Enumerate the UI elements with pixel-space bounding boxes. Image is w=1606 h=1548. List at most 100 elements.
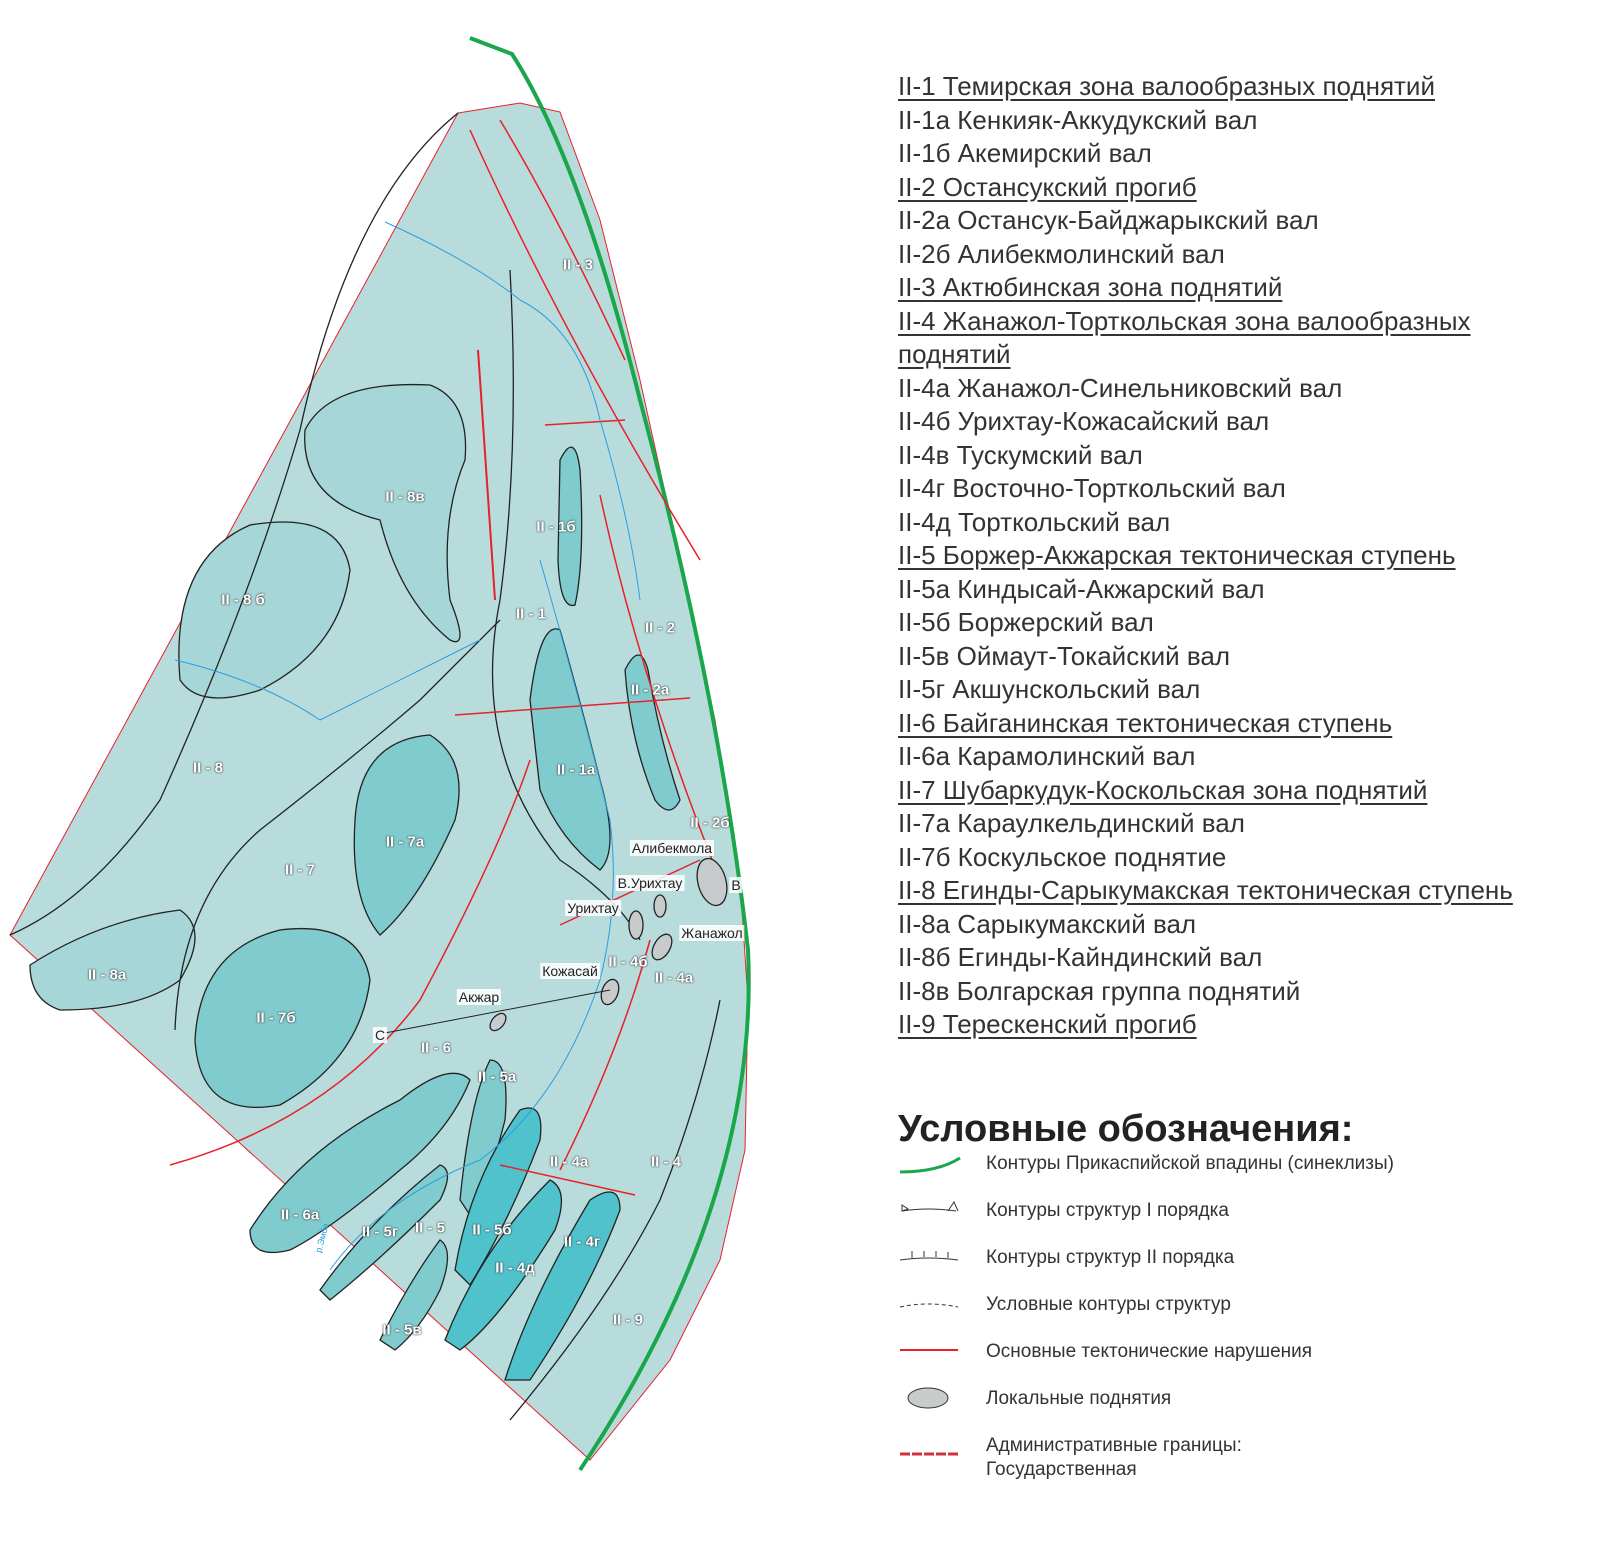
local-rise xyxy=(651,933,673,961)
zone-list: II-1 Темирская зона валообразных подняти… xyxy=(898,70,1598,1042)
zone-list-item: II-8а Сарыкумакский вал xyxy=(898,908,1197,939)
tectonic-map: II - 3 II - 8в II - 1б II - 8 б II - 1 I… xyxy=(0,0,800,1543)
zone-7b xyxy=(194,927,371,1109)
place-label: Урихтау xyxy=(565,900,621,916)
zone-5b xyxy=(454,1107,542,1287)
fault xyxy=(544,419,626,426)
grey-ellipse-icon xyxy=(907,1387,949,1409)
fault xyxy=(469,129,701,561)
zone-8a xyxy=(29,909,196,1011)
legend-item: Локальные поднятия xyxy=(898,1385,1598,1425)
legend-item: Контуры Прикаспийской впадины (синеклизы… xyxy=(898,1150,1598,1190)
zone-list-item: II-1б Акемирский вал xyxy=(898,138,1152,168)
zone-list-item: II-2б Алибекмолинский вал xyxy=(898,238,1225,269)
river xyxy=(329,559,614,1271)
zone-list-item: II-4а Жанажол-Синельниковский вал xyxy=(898,372,1343,403)
zone-label: II - 1а xyxy=(556,761,596,779)
local-rise xyxy=(653,894,667,918)
zone-list-item: II-5 Боржер-Акжарская тектоническая ступ… xyxy=(898,540,1456,570)
zone-label: II - 8 б xyxy=(221,591,265,609)
zone-list-item: II-1а Кенкияк-Аккудукский вал xyxy=(898,104,1258,135)
place-label: Алибекмола xyxy=(629,840,715,856)
zone-label: II - 2 xyxy=(644,619,676,637)
zone-label: II - 4 xyxy=(650,1153,682,1171)
fault xyxy=(599,494,721,881)
zone-list-item: II-7 Шубаркудук-Коскольская зона подняти… xyxy=(898,774,1428,805)
zone-list-item: поднятий xyxy=(898,339,1011,369)
basin-outline xyxy=(469,36,751,1472)
dashed-line-icon xyxy=(899,1303,959,1308)
zone-list-item: II-3 Актюбинская зона поднятий xyxy=(898,272,1283,302)
zone-list-item: II-4г Восточно-Торткольский вал xyxy=(898,473,1286,503)
zone-label: II - 6 xyxy=(420,1039,452,1057)
zone-list-item: II-5г Акшунскольский вал xyxy=(898,674,1201,704)
legend-item: Административные границы: Государственна… xyxy=(898,1432,1598,1488)
zone-8v xyxy=(304,383,467,643)
zone-list-item: II-7б Коскульское поднятие xyxy=(898,841,1227,872)
zone-list-item: II-4 Жанажол-Торткольская зона валообраз… xyxy=(898,305,1471,336)
zone-label: II - 5а xyxy=(477,1068,517,1086)
hachured-line-icon xyxy=(899,1251,959,1261)
local-rise xyxy=(489,1012,507,1032)
zone-label: II - 5в xyxy=(382,1321,422,1339)
zone-label: II - 4а xyxy=(549,1153,589,1171)
zone-label: II - 5б xyxy=(472,1221,512,1239)
red-line-icon xyxy=(900,1349,958,1351)
red-dashed-line-icon xyxy=(900,1452,958,1456)
fault xyxy=(169,759,531,1166)
zone-list-item: II-2 Остансукский прогиб xyxy=(898,171,1197,202)
zone-list-item: II-2а Остансук-Байджарыкский вал xyxy=(898,205,1319,235)
zone-list-item: II-5а Киндысай-Акжарский вал xyxy=(898,573,1265,604)
zone-list-item: II-6а Карамолинский вал xyxy=(898,741,1196,771)
zone-7a xyxy=(353,734,460,936)
zone-label: II - 5г xyxy=(361,1223,399,1241)
zone-list-item: II-1 Темирская зона валообразных подняти… xyxy=(898,71,1435,101)
zone-label: II - 8а xyxy=(87,966,127,984)
zone-list-item: II-7а Караулкельдинский вал xyxy=(898,808,1245,838)
fault xyxy=(559,939,651,1171)
legend-item: Условные контуры структур xyxy=(898,1291,1598,1331)
zone-list-item: II-8б Егинды-Кайндинский вал xyxy=(898,942,1263,972)
triangle-tick-line-icon xyxy=(901,1200,959,1212)
zone-list-item: II-4д Торткольский вал xyxy=(898,506,1171,537)
zone-label: II - 7 xyxy=(284,861,316,879)
zone-label: II - 9 xyxy=(612,1311,644,1329)
zone-label: II - 4д xyxy=(495,1259,535,1277)
zone-list-item: II-9 Терескенский прогиб xyxy=(898,1009,1197,1039)
zone-list-item: II-5в Оймаут-Токайский вал xyxy=(898,640,1230,671)
zone-label: II - 4г xyxy=(563,1233,601,1251)
local-rise xyxy=(600,978,620,1006)
zone-list-item: II-4б Урихтау-Кожасайский вал xyxy=(898,406,1270,436)
place-label: Кожасай xyxy=(540,963,600,979)
zone-label: II - 7б xyxy=(256,1009,296,1027)
zone-1b xyxy=(557,446,583,607)
river xyxy=(384,221,641,601)
zone-list-item: II-4в Тускумский вал xyxy=(898,439,1143,470)
river xyxy=(174,639,481,721)
legend-item: Контуры структур II порядка xyxy=(898,1244,1598,1284)
zone-label: II - 3 xyxy=(562,256,594,274)
place-label: В.Урихтау xyxy=(615,875,685,891)
map-drawing xyxy=(9,36,751,1472)
local-rise xyxy=(628,910,644,940)
green-curve-icon xyxy=(899,1156,961,1174)
zone-list-item: II-5б Боржерский вал xyxy=(898,607,1154,637)
fault xyxy=(499,119,626,361)
zone-label: II - 8в xyxy=(385,488,425,506)
zone-label: II - 4б xyxy=(608,953,648,971)
zone-2a xyxy=(624,654,681,811)
zone-5g xyxy=(319,1164,449,1301)
zone-list-item: II-8 Егинды-Сарыкумакская тектоническая … xyxy=(898,875,1513,905)
zone-label: II - 5 xyxy=(414,1219,446,1237)
legend-item: Контуры структур I порядка xyxy=(898,1197,1598,1237)
fault xyxy=(454,697,691,716)
fault-hachured xyxy=(477,349,496,601)
legend-title: Условные обозначения: xyxy=(898,1108,1354,1150)
zone-5v xyxy=(379,1239,449,1351)
zone-4g xyxy=(504,1191,621,1381)
place-label: Акжар xyxy=(456,989,502,1005)
zone-label: II - 6а xyxy=(280,1206,320,1224)
zone-label: II - 1 xyxy=(515,605,547,623)
legend-item: Основные тектонические нарушения xyxy=(898,1338,1598,1378)
place-label: С xyxy=(372,1027,388,1043)
